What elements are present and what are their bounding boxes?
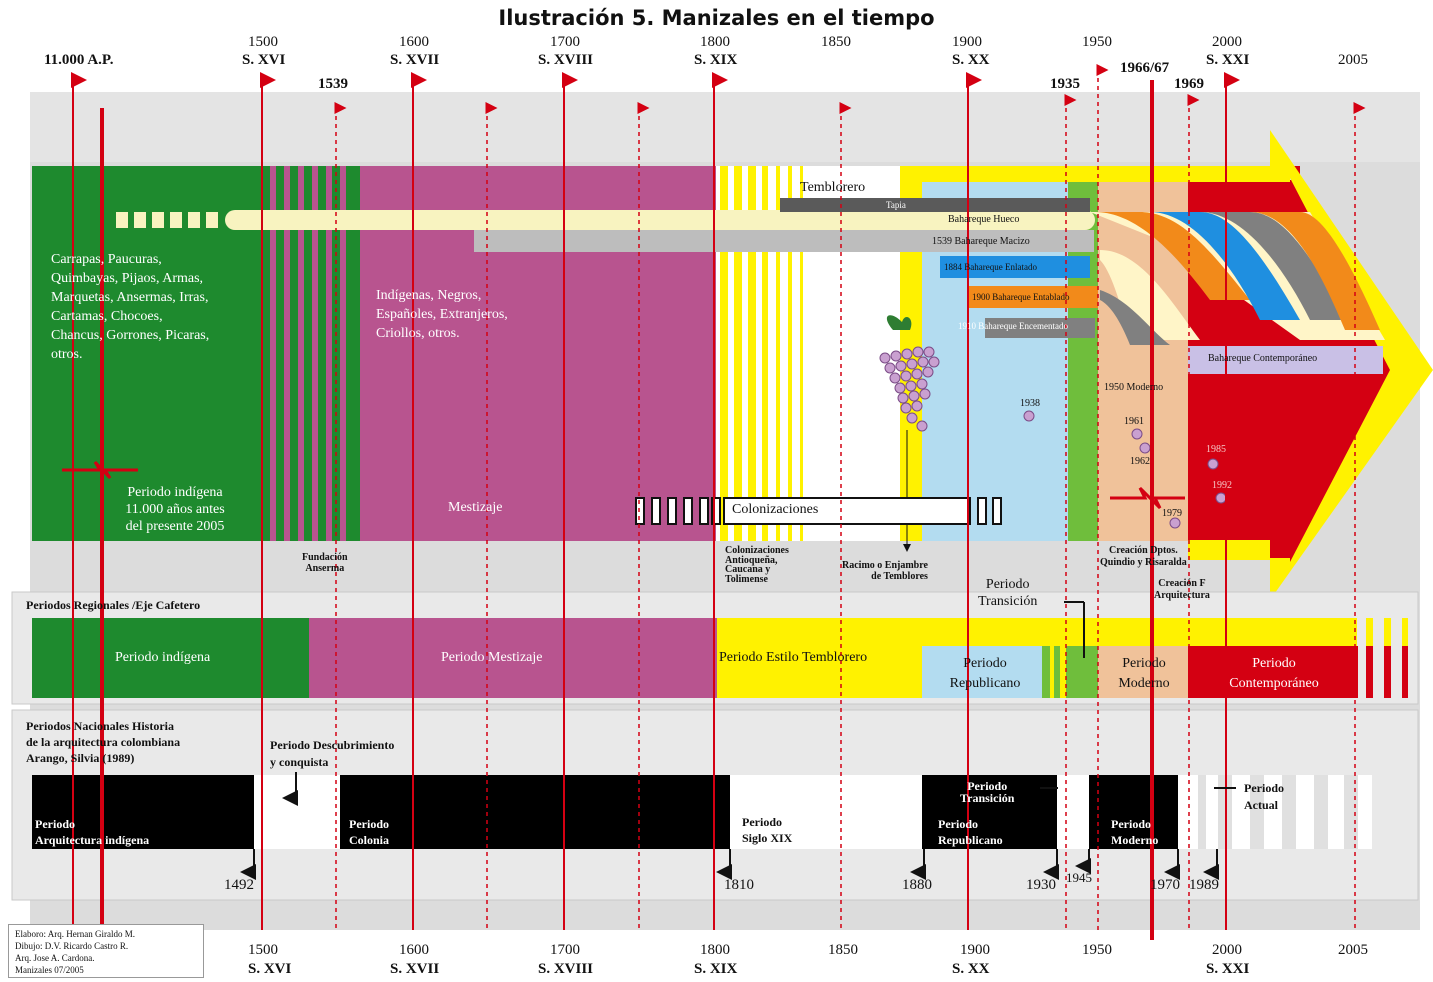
tech-hueco: Bahareque Hueco	[948, 214, 1020, 225]
national-year-1945: 1945	[1066, 870, 1092, 885]
national-year-1989: 1989	[1189, 877, 1219, 893]
marker-1935: 1935	[1050, 76, 1080, 92]
regional-mestizaje: Periodo Mestizaje	[441, 650, 543, 665]
bottom-century-17: S. XVII	[390, 961, 440, 977]
top-year-1600: 1600	[399, 34, 429, 50]
page-title: Ilustración 5. Manizales en el tiempo	[498, 6, 935, 30]
regional-temblorero: Periodo Estilo Temblorero	[719, 650, 868, 665]
grape-cluster-icon	[879, 315, 1227, 552]
dashed-start-squares	[116, 212, 218, 228]
top-year-2005: 2005	[1338, 52, 1368, 68]
big-yellow-arrow-outline	[905, 130, 1433, 600]
bottom-year-1850: 1850	[828, 942, 858, 958]
marker-1539: 1539	[318, 76, 348, 92]
top-century-20: S. XX	[952, 52, 990, 68]
dot-1938: 1938	[1020, 398, 1040, 409]
bottom-year-1950: 1950	[1082, 942, 1112, 958]
tech-contemporaneo: Bahareque Contemporáneo	[1208, 353, 1318, 364]
top-century-21: S. XXI	[1206, 52, 1250, 68]
indigenous-peoples: Carrapas, Paucuras, Quimbayas, Pijaos, A…	[51, 252, 210, 362]
grey-background-light	[30, 92, 1420, 162]
tech-tapia: Tapia	[886, 200, 906, 210]
dot-1979: 1979	[1162, 508, 1182, 519]
top-century-17: S. XVII	[390, 52, 440, 68]
bottom-century-16: S. XVI	[248, 961, 292, 977]
top-year-1900: 1900	[952, 34, 982, 50]
bottom-century-19: S. XIX	[694, 961, 738, 977]
indigenous-period-label: Periodo indígena 11.000 años antes del p…	[125, 485, 225, 534]
national-year-1930: 1930	[1026, 877, 1056, 893]
top-year-1850: 1850	[821, 34, 851, 50]
bottom-year-1600: 1600	[399, 942, 429, 958]
bottom-year-1700: 1700	[550, 942, 580, 958]
marker-1966: 1966/67	[1120, 60, 1170, 76]
dot-1985: 1985	[1206, 444, 1226, 455]
top-axis-start: 11.000 A.P.	[44, 52, 114, 68]
bottom-century-21: S. XXI	[1206, 961, 1250, 977]
bottom-year-2005: 2005	[1338, 942, 1368, 958]
national-arrows	[240, 601, 1236, 880]
credits-box: Elaboro: Arq. Hernan Giraldo M.Dibujo: D…	[8, 924, 204, 978]
top-century-19: S. XIX	[694, 52, 738, 68]
top-year-1950: 1950	[1082, 34, 1112, 50]
colonizaciones-label: Colonizaciones	[732, 502, 819, 517]
bottom-year-1500: 1500	[248, 942, 278, 958]
regional-heading: Periodos Regionales /Eje Cafetero	[26, 598, 201, 612]
temblorero-label: Temblorero	[800, 180, 866, 195]
top-century-18: S. XVIII	[538, 52, 594, 68]
colonizaciones-bar	[635, 497, 1002, 525]
century-lines	[71, 72, 1240, 930]
moderno-label: 1950 Moderno	[1104, 382, 1164, 393]
tech-enlatado: 1884 Bahareque Enlatado	[944, 262, 1037, 272]
bottom-century-20: S. XX	[952, 961, 990, 977]
tech-entablado: 1900 Bahareque Entablado	[972, 292, 1070, 302]
national-year-1492: 1492	[224, 877, 254, 893]
marker-1969: 1969	[1174, 76, 1204, 92]
bottom-year-1900: 1900	[960, 942, 990, 958]
national-year-1880: 1880	[902, 877, 932, 893]
dot-1961: 1961	[1124, 416, 1144, 427]
dot-1962: 1962	[1130, 456, 1150, 467]
mestizaje-peoples: Indígenas, Negros, Españoles, Extranjero…	[376, 288, 508, 341]
top-year-1700: 1700	[550, 34, 580, 50]
top-century-16: S. XVI	[242, 52, 286, 68]
top-year-1500: 1500	[248, 34, 278, 50]
creacion-dptos: Creación Dptos.Quindio y Risaralda	[1100, 545, 1187, 568]
tech-macizo: 1539 Bahareque Macizo	[932, 236, 1030, 247]
bottom-century-18: S. XVIII	[538, 961, 594, 977]
mestizaje-label: Mestizaje	[448, 500, 503, 515]
bottom-year-2000: 2000	[1212, 942, 1242, 958]
half-century-lines	[334, 64, 1366, 930]
yellow-arrow-bottom	[1188, 540, 1270, 560]
dot-1992: 1992	[1212, 480, 1232, 491]
regional-indigena: Periodo indígena	[115, 650, 211, 665]
band-indigenous	[32, 166, 264, 541]
national-year-1810: 1810	[724, 877, 754, 893]
top-year-1800: 1800	[700, 34, 730, 50]
tech-encementado: 1910 Bahareque Encementado	[958, 321, 1068, 331]
bottom-year-1800: 1800	[700, 942, 730, 958]
national-year-1970: 1970	[1150, 877, 1180, 893]
top-year-2000: 2000	[1212, 34, 1242, 50]
